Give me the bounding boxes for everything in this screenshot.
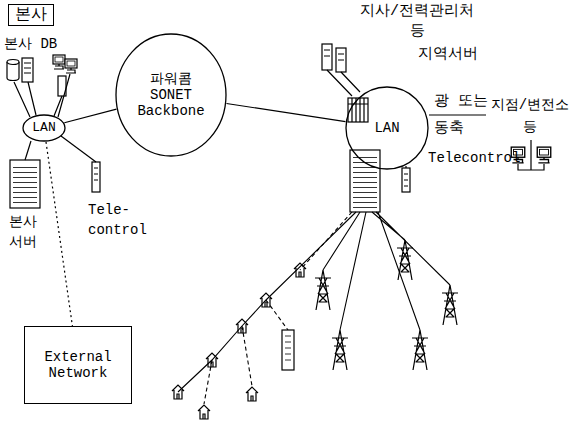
- network-link: [64, 109, 116, 123]
- label-text: Telecontrol: [428, 150, 520, 166]
- network-link: [46, 142, 72, 326]
- lan-ellipse: LAN: [22, 114, 66, 142]
- title-box: 본사: [8, 4, 54, 26]
- node-text: 본사: [15, 6, 47, 24]
- headquarters-equipment: [7, 55, 100, 208]
- label-text: 지역서버: [418, 46, 478, 63]
- label-text: 지점/변전소 등: [488, 94, 572, 138]
- network-box: External Network: [24, 326, 132, 404]
- branch-equipment: [322, 44, 551, 212]
- lan-circle: LAN: [345, 86, 429, 170]
- node-text: LAN: [32, 121, 55, 136]
- backbone-ellipse: 파워콤 SONET Backbone: [115, 33, 227, 157]
- label-text: 광 또는 동축: [434, 88, 490, 142]
- houses: [172, 263, 306, 419]
- network-link: [226, 103, 345, 121]
- label-text: 지사/전력관리처 등: [352, 2, 482, 42]
- transmission-towers: [315, 240, 458, 370]
- label-text: Tele- control: [88, 200, 150, 240]
- distribution-lines: [178, 212, 450, 404]
- node-text: External Network: [33, 349, 123, 381]
- label-text: 본사 서버: [3, 212, 43, 252]
- node-text: LAN: [374, 120, 399, 136]
- label-text: 본사 DB: [4, 36, 57, 52]
- node-text: 파워콤 SONET Backbone: [133, 71, 209, 119]
